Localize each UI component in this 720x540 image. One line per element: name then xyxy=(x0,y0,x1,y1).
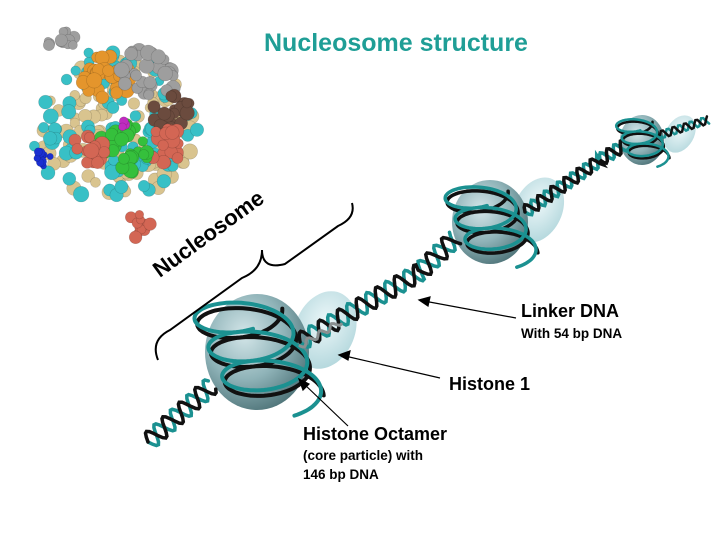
atom-sphere xyxy=(150,126,162,138)
linker-dna-label: Linker DNA xyxy=(521,301,620,321)
atom-sphere xyxy=(83,142,100,159)
atom-sphere xyxy=(147,100,161,114)
atom-sphere xyxy=(130,69,142,82)
atom-sphere xyxy=(138,58,155,74)
atom-sphere xyxy=(118,76,132,91)
atom-sphere xyxy=(143,89,155,101)
atom-sphere xyxy=(137,136,148,147)
atom-sphere xyxy=(38,94,53,110)
linker-dna-detail: With 54 bp DNA xyxy=(521,326,623,341)
dna-strand-teal xyxy=(523,142,630,217)
atom-sphere xyxy=(143,217,157,231)
atom-sphere xyxy=(171,152,184,164)
atom-sphere xyxy=(72,186,90,203)
dna-strand-black xyxy=(297,235,463,344)
histone-octamer-label: Histone Octamer xyxy=(303,424,448,444)
atom-sphere xyxy=(86,72,103,89)
atom-sphere xyxy=(128,230,143,245)
atom-sphere xyxy=(117,152,130,165)
atom-sphere xyxy=(157,65,173,82)
atom-sphere xyxy=(102,64,115,77)
atom-sphere xyxy=(40,165,56,181)
atom-sphere xyxy=(42,131,58,146)
atom-sphere xyxy=(157,139,169,151)
atom-sphere xyxy=(165,90,177,102)
nucleosome-bracket xyxy=(154,202,354,361)
atom-sphere xyxy=(124,46,139,61)
atom-sphere xyxy=(84,131,96,143)
atom-sphere xyxy=(137,180,150,193)
atom-sphere xyxy=(33,147,43,157)
atom-sphere xyxy=(114,132,129,147)
diagram-title: Nucleosome structure xyxy=(264,29,528,57)
atom-sphere xyxy=(83,47,94,58)
callout-arrows xyxy=(297,296,517,427)
atom-sphere xyxy=(118,122,127,132)
atom-sphere xyxy=(90,177,101,188)
histone-1-tail xyxy=(298,322,343,349)
atom-sphere xyxy=(157,106,172,121)
atom-sphere xyxy=(181,97,193,109)
atom-sphere xyxy=(70,65,81,76)
atom-sphere xyxy=(143,76,157,90)
dna-strand-black xyxy=(143,385,218,444)
dna-double-helix xyxy=(143,115,711,448)
atom-sphere xyxy=(68,40,78,50)
atom-sphere xyxy=(114,179,129,194)
atom-sphere xyxy=(190,122,205,137)
atom-sphere xyxy=(127,97,140,110)
atom-sphere xyxy=(43,39,55,51)
atom-sphere xyxy=(110,86,123,100)
dna-strand-black xyxy=(522,138,624,214)
atom-sphere xyxy=(150,49,166,65)
atom-sphere xyxy=(113,61,130,78)
atom-sphere xyxy=(46,153,54,161)
atom-sphere xyxy=(129,110,142,122)
atom-sphere xyxy=(106,101,120,114)
dna-strand-teal xyxy=(146,378,211,448)
histone-1-label: Histone 1 xyxy=(449,374,531,394)
atom-sphere xyxy=(60,73,73,86)
atom-sphere xyxy=(81,169,95,183)
atom-sphere xyxy=(138,149,150,160)
histone-octamer-detail-2: 146 bp DNA xyxy=(303,467,379,482)
atom-sphere xyxy=(95,90,110,105)
atom-sphere xyxy=(54,33,68,47)
dna-wrap-teal xyxy=(614,118,670,168)
atom-sphere xyxy=(38,122,50,134)
atom-sphere xyxy=(134,210,144,220)
atom-sphere xyxy=(91,156,104,169)
dna-strand-black xyxy=(658,115,709,138)
atom-sphere xyxy=(42,108,59,125)
dna-wrap-teal xyxy=(443,185,538,269)
nucleosome-molecular-model xyxy=(29,26,205,245)
atom-sphere xyxy=(165,125,180,140)
histone-octamer-core xyxy=(205,294,309,410)
histone-octamer-detail-1: (core particle) with xyxy=(303,448,424,463)
dna-wrap-teal xyxy=(192,300,324,418)
atom-sphere xyxy=(61,104,77,120)
atom-sphere xyxy=(71,143,83,155)
atom-sphere xyxy=(156,174,171,189)
atom-sphere xyxy=(62,172,77,186)
atom-sphere xyxy=(69,117,81,129)
atom-sphere xyxy=(181,143,198,160)
